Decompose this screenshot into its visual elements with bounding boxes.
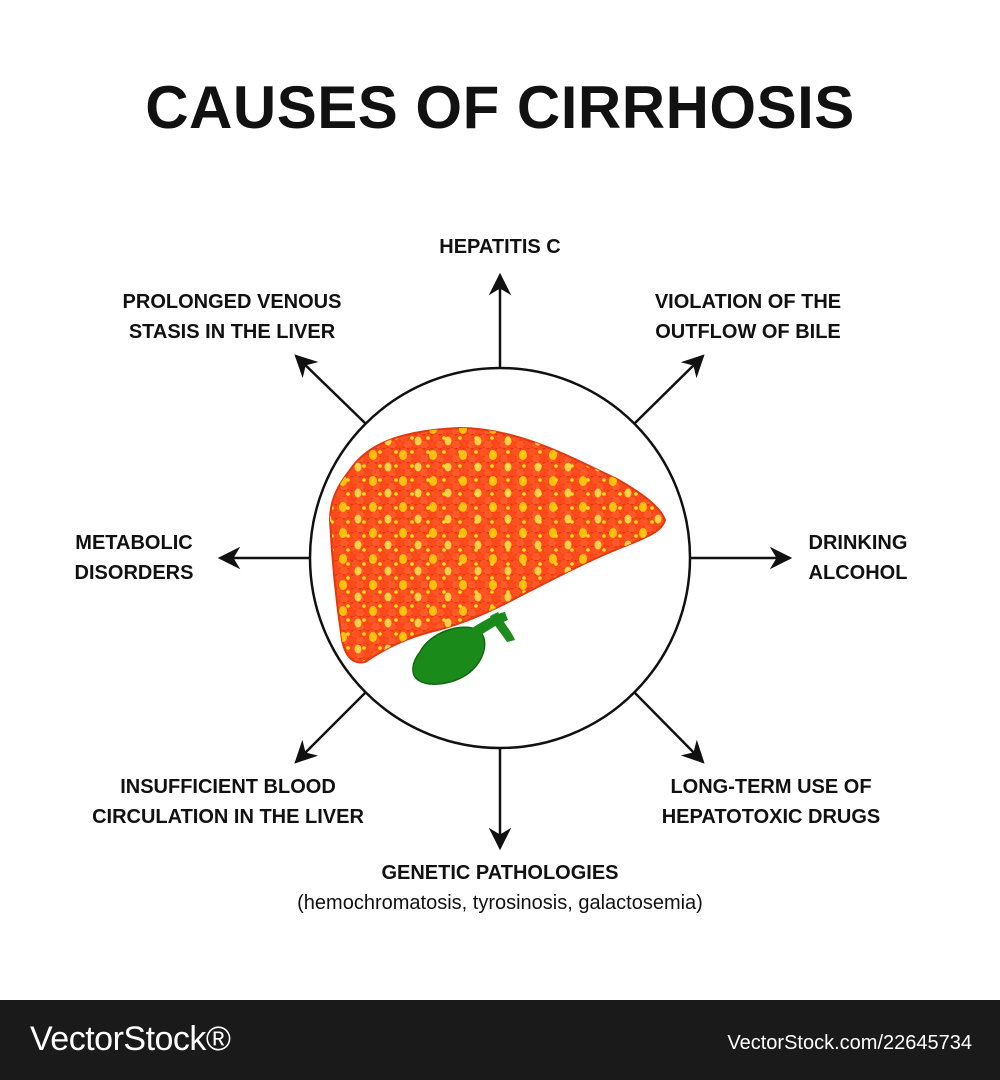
cause-label: DISORDERS [74, 562, 194, 584]
cause-venous-stasis: PROLONGED VENOUS STASIS IN THE LIVER [100, 287, 364, 347]
cirrhosis-diagram [217, 272, 793, 851]
watermark-footer: VectorStock® VectorStock.com/22645734 [0, 1000, 1000, 1080]
cause-label: INSUFFICIENT BLOOD [120, 776, 336, 798]
cause-label: VIOLATION OF THE [654, 291, 842, 313]
stock-image-id: VectorStock.com/22645734 [727, 1032, 972, 1054]
arrow-venous-stasis [294, 354, 367, 425]
liver-illustration [328, 426, 667, 685]
cause-label: HEPATOTOXIC DRUGS [661, 806, 881, 828]
cause-label: CIRCULATION IN THE LIVER [92, 806, 364, 828]
cause-label: METABOLIC [75, 532, 193, 554]
vectorstock-logo: VectorStock® [30, 1020, 231, 1058]
cause-label: DRINKING [808, 532, 908, 554]
arrow-hepatotoxic-drugs [633, 691, 705, 764]
cause-hepatotoxic-drugs: LONG-TERM USE OF HEPATOTOXIC DRUGS [636, 772, 906, 832]
cause-label: HEPATITIS C [439, 236, 561, 258]
cause-label: GENETIC PATHOLOGIES [381, 862, 619, 884]
cause-examples: (hemochromatosis, tyrosinosis, galactose… [297, 892, 703, 914]
cause-label: LONG-TERM USE OF [670, 776, 872, 798]
cause-metabolic-disorders: METABOLIC DISORDERS [60, 528, 208, 588]
cause-label: PROLONGED VENOUS [122, 291, 342, 313]
gallbladder-icon [412, 626, 486, 685]
cause-genetic-pathologies: GENETIC PATHOLOGIES (hemochromatosis, ty… [250, 858, 750, 918]
cause-outflow-of-bile: VIOLATION OF THE OUTFLOW OF BILE [628, 287, 868, 347]
arrow-outflow-of-bile [633, 354, 705, 425]
cause-drinking-alcohol: DRINKING ALCOHOL [790, 528, 926, 588]
cause-label: ALCOHOL [808, 562, 908, 584]
arrow-blood-circulation [294, 691, 367, 764]
cause-blood-circulation: INSUFFICIENT BLOOD CIRCULATION IN THE LI… [58, 772, 398, 832]
cause-label: STASIS IN THE LIVER [128, 321, 336, 343]
page-title: CAUSES OF CIRRHOSIS [145, 74, 855, 141]
cause-hepatitis-c: HEPATITIS C [392, 232, 608, 262]
cause-label: OUTFLOW OF BILE [655, 321, 841, 343]
